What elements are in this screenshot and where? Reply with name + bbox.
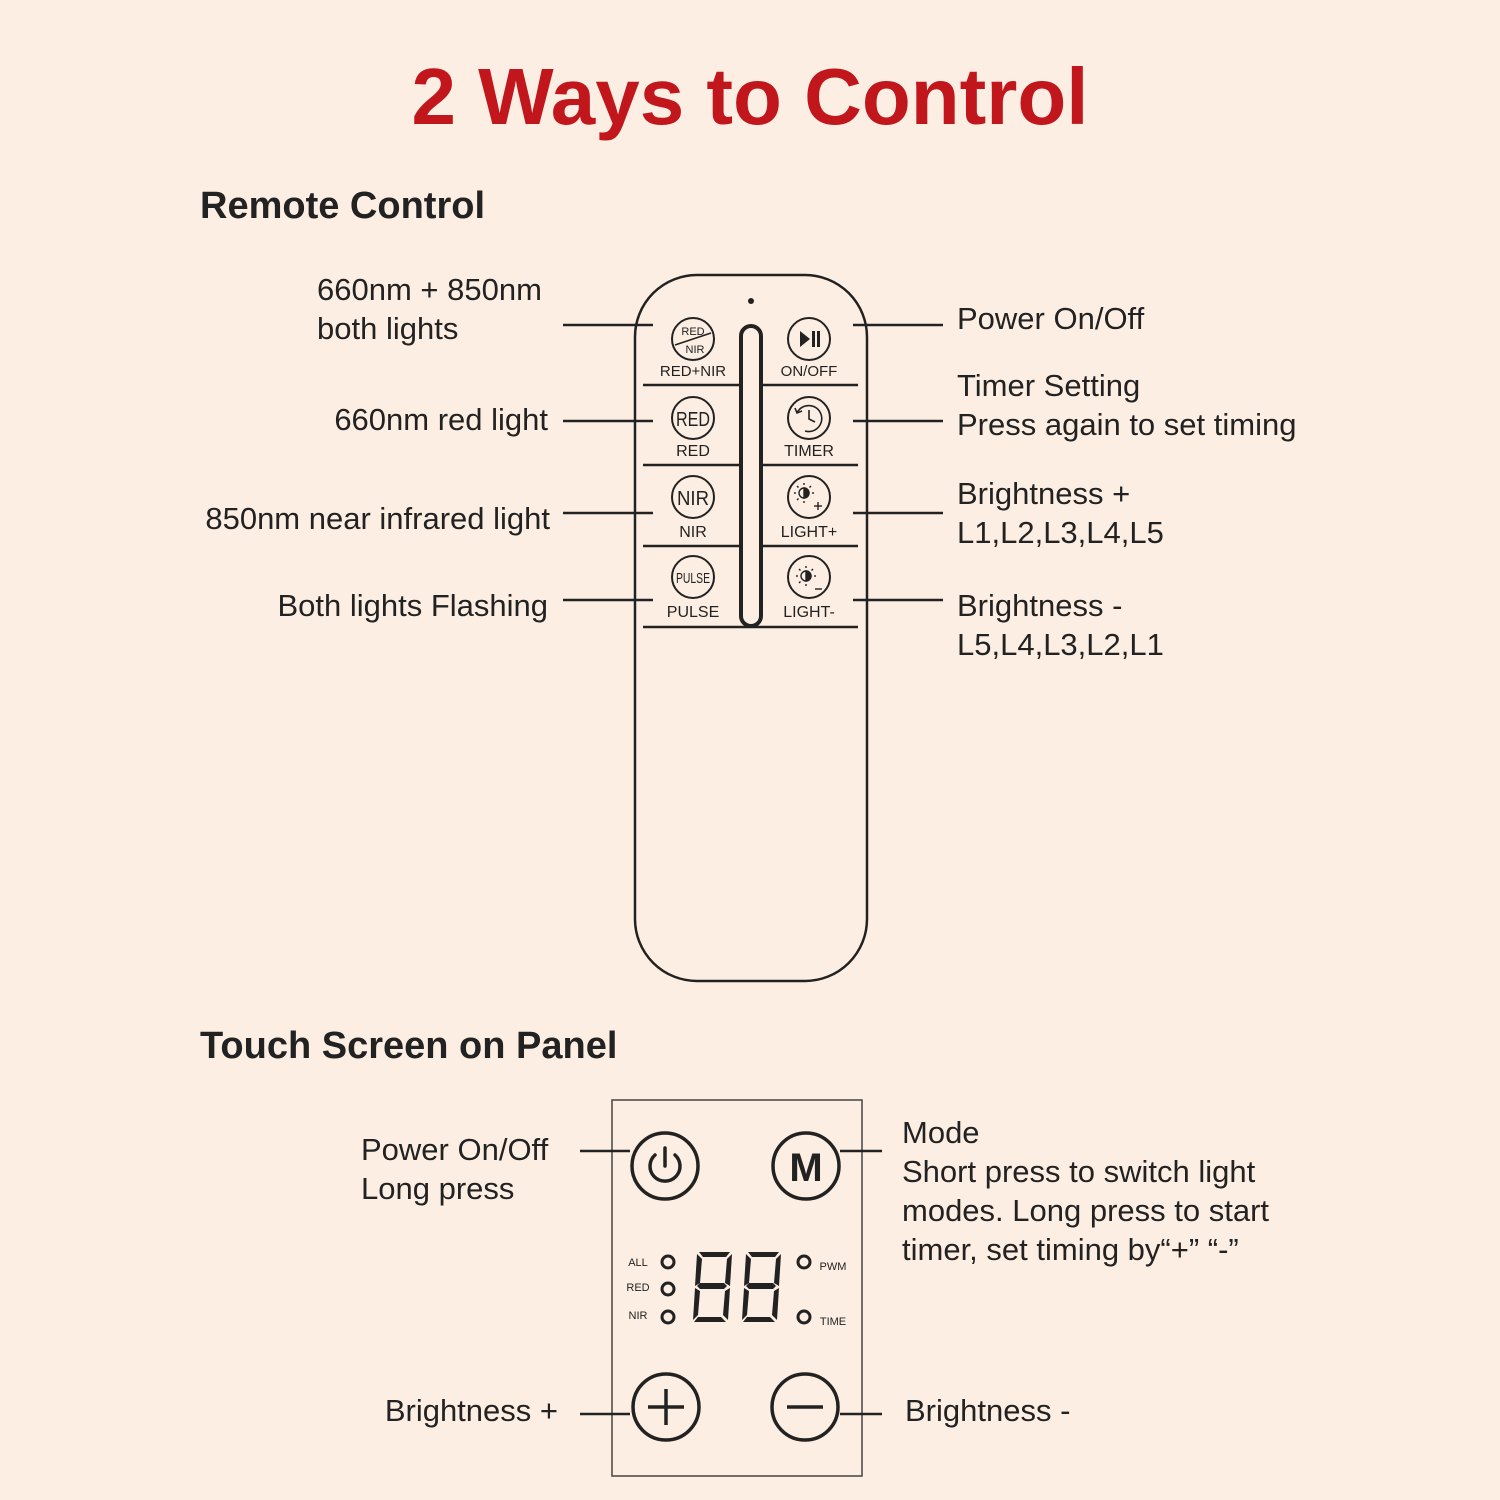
touch-panel-heading: Touch Screen on Panel (200, 1025, 618, 1067)
indicator-time: TIME (796, 1309, 846, 1328)
callout-pulse-line-1: Both lights Flashing (277, 588, 548, 623)
indicator-red: RED (626, 1281, 676, 1297)
indicator-nir: NIR (629, 1309, 676, 1325)
callout-red: 660nm red light (200, 400, 548, 439)
page-title: 2 Ways to Control (411, 52, 1089, 141)
pulse-label: PULSE (667, 604, 719, 621)
callout-light-plus-line-2: L1,L2,L3,L4,L5 (957, 515, 1164, 550)
panel-callout-power-line-1: Power On/Off (361, 1132, 549, 1167)
light-minus-label: LIGHT- (783, 604, 835, 621)
indicator-pwm: PWM (796, 1254, 847, 1273)
red-nir-button[interactable]: RED NIR RED+NIR (660, 317, 726, 380)
indicator-all-label: ALL (628, 1257, 648, 1269)
callout-power-line-1: Power On/Off (957, 301, 1145, 336)
callout-nir-line-1: 850nm near infrared light (205, 501, 550, 536)
callout-light-plus-line-1: Brightness + (957, 476, 1131, 511)
nir-icon-text: NIR (677, 488, 709, 510)
brightness-plus-icon (794, 483, 822, 510)
callout-light-plus: Brightness + L1,L2,L3,L4,L5 (957, 474, 1164, 552)
callout-power: Power On/Off (957, 299, 1144, 338)
pulse-icon-text: PULSE (676, 570, 710, 587)
power-icon (648, 1146, 682, 1183)
mode-button-label: M (789, 1146, 822, 1190)
panel-callout-minus: Brightness - (905, 1391, 1070, 1430)
indicator-pwm-label: PWM (820, 1261, 847, 1273)
red-nir-label: RED+NIR (660, 363, 726, 380)
play-pause-icon (800, 331, 820, 347)
callout-timer: Timer Setting Press again to set timing (957, 366, 1296, 444)
brightness-minus-icon (796, 566, 822, 590)
timer-label: TIMER (784, 443, 834, 460)
timer-button[interactable]: TIMER (784, 396, 834, 460)
remote-center-slot (739, 324, 763, 628)
on-off-label: ON/OFF (781, 363, 838, 380)
panel-mode-button[interactable]: M (771, 1131, 841, 1201)
nir-button[interactable]: NIR NIR (671, 475, 715, 541)
callout-red-nir: 660nm + 850nm both lights (317, 270, 542, 348)
panel-callout-mode: Mode Short press to switch light modes. … (902, 1113, 1269, 1269)
clock-icon (794, 404, 823, 433)
panel-callout-mode-line-1: Mode (902, 1115, 980, 1150)
remote-led-dot (748, 298, 754, 304)
panel-minus-button[interactable] (770, 1372, 840, 1442)
indicator-nir-label: NIR (629, 1310, 648, 1322)
light-plus-button[interactable]: LIGHT+ (781, 475, 837, 541)
panel-callout-mode-line-4: timer, set timing by“+” “-” (902, 1232, 1239, 1267)
callout-red-line-1: 660nm red light (334, 402, 548, 437)
callout-red-nir-line-2: both lights (317, 311, 459, 346)
indicator-red-label: RED (626, 1282, 649, 1294)
red-label: RED (676, 443, 710, 460)
callout-timer-line-2: Press again to set timing (957, 407, 1297, 442)
callout-timer-line-1: Timer Setting (957, 368, 1141, 403)
plus-icon (648, 1389, 684, 1425)
remote-body (633, 273, 869, 983)
indicator-all: ALL (628, 1254, 676, 1270)
red-button[interactable]: RED RED (671, 396, 715, 460)
callout-nir: 850nm near infrared light (150, 499, 550, 538)
on-off-button[interactable]: ON/OFF (781, 317, 838, 380)
indicator-time-label: TIME (820, 1316, 846, 1328)
callout-light-minus: Brightness - L5,L4,L3,L2,L1 (957, 586, 1164, 664)
callout-pulse: Both lights Flashing (200, 586, 548, 625)
panel-callout-minus-line-1: Brightness - (905, 1393, 1071, 1428)
callout-red-nir-line-1: 660nm + 850nm (317, 272, 542, 307)
panel-callout-plus-line-1: Brightness + (384, 1393, 558, 1428)
touch-panel-frame (611, 1099, 863, 1477)
light-minus-button[interactable]: LIGHT- (783, 555, 835, 621)
nir-label: NIR (679, 524, 707, 541)
red-icon-text: RED (676, 409, 710, 431)
panel-plus-button[interactable] (631, 1372, 701, 1442)
light-plus-label: LIGHT+ (781, 524, 837, 541)
panel-callout-power-line-2: Long press (361, 1171, 515, 1206)
panel-callout-plus: Brightness + (300, 1391, 558, 1430)
panel-power-button[interactable] (630, 1131, 700, 1201)
red-nir-icon-bottom: NIR (686, 344, 705, 356)
callout-light-minus-line-2: L5,L4,L3,L2,L1 (957, 627, 1164, 662)
seven-segment-display (693, 1252, 781, 1322)
panel-callout-power: Power On/Off Long press (361, 1130, 548, 1208)
red-nir-icon-top: RED (681, 326, 704, 338)
panel-callout-mode-line-3: modes. Long press to start (902, 1193, 1270, 1228)
pulse-button[interactable]: PULSE PULSE (667, 555, 719, 621)
callout-light-minus-line-1: Brightness - (957, 588, 1123, 623)
panel-callout-mode-line-2: Short press to switch light (902, 1154, 1256, 1189)
remote-control-heading: Remote Control (200, 185, 485, 227)
